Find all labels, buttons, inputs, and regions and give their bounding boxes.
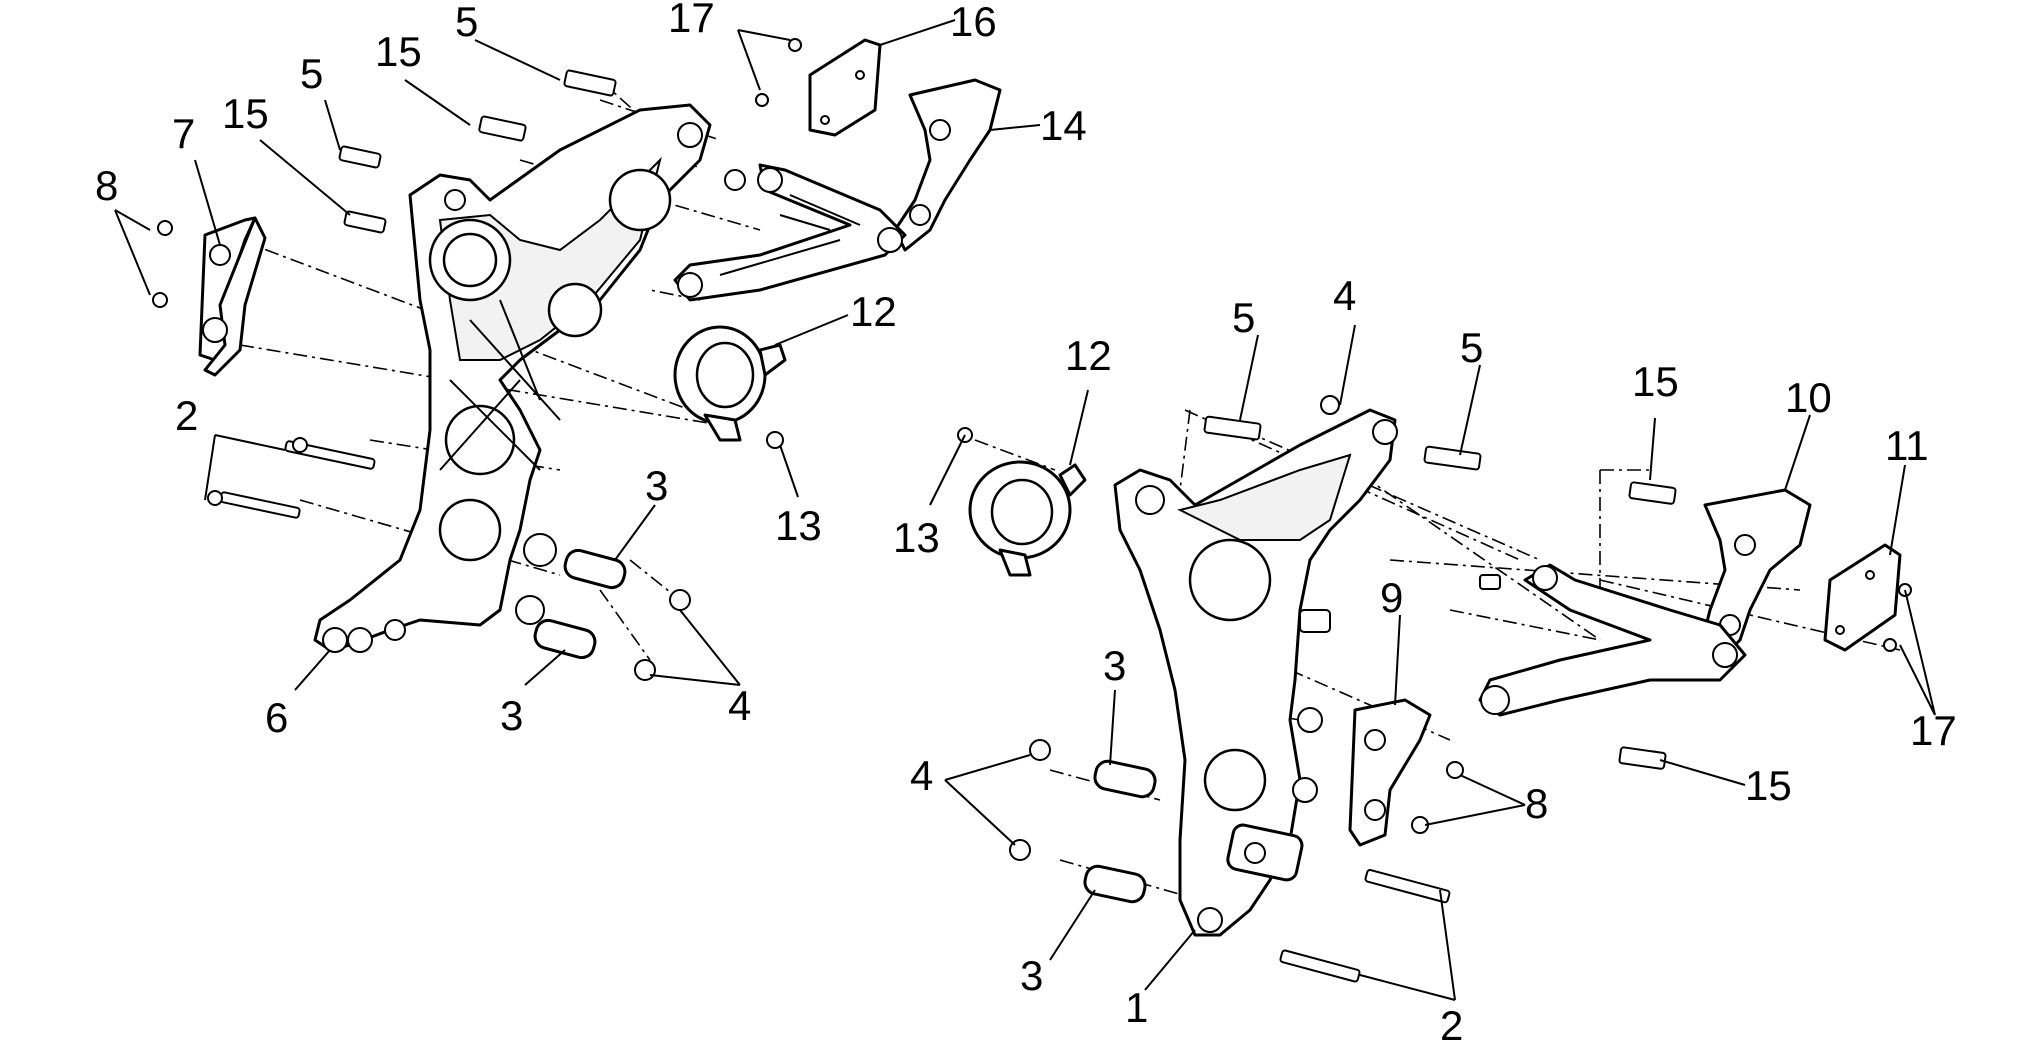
callout-2: 2 [1440,1002,1463,1045]
left-spacer-lower [533,618,597,660]
callout-17: 17 [1910,707,1957,754]
right-heel-guard-plate [1823,543,1902,652]
callout-4: 4 [728,682,751,729]
left-bolts [152,38,802,681]
callout-6: 6 [265,694,288,741]
callout-5: 5 [1460,324,1483,371]
callout-4: 4 [910,752,933,799]
callout-5: 5 [300,50,323,97]
left-assembly [152,38,1002,681]
callout-3: 3 [1103,642,1126,689]
callout-12: 12 [850,288,897,335]
leader-lines [114,19,1936,1001]
left-heel-guard-plate [808,38,882,137]
left-footpeg-bracket [893,78,1002,252]
callout-15: 15 [1632,358,1679,405]
callout-11: 11 [1885,422,1929,469]
left-spacer-upper [563,548,627,590]
left-bearing-housing [673,325,787,442]
callout-17: 17 [668,0,715,41]
callout-10: 10 [1785,374,1832,421]
callout-3: 3 [500,692,523,739]
callout-5: 5 [455,0,478,45]
callout-8: 8 [95,162,118,209]
callout-3: 3 [645,462,668,509]
right-bolts [957,395,1912,983]
right-footpeg-arm [1478,563,1747,717]
right-spacer-lower [1083,864,1147,904]
callout-15: 15 [375,28,422,75]
right-assembly [957,395,1912,983]
callout-2: 2 [175,392,198,439]
callout-labels: 17 16 5 15 5 15 7 8 14 12 2 13 3 6 3 4 1… [95,0,1957,1045]
callout-16: 16 [950,0,997,45]
left-footpeg-arm [673,163,907,302]
callout-8: 8 [1525,780,1548,827]
callout-13: 13 [893,514,940,561]
callout-1: 1 [1125,984,1148,1031]
callout-15: 15 [222,90,269,137]
callout-3: 3 [1020,952,1043,999]
callout-5: 5 [1232,294,1255,341]
right-frame-plate [1113,408,1397,937]
callout-13: 13 [775,502,822,549]
callout-7: 7 [172,110,195,157]
callout-9: 9 [1380,574,1403,621]
callout-12: 12 [1065,332,1112,379]
right-bearing-housing [968,460,1087,577]
callout-15: 15 [1745,762,1792,809]
callout-14: 14 [1040,102,1087,149]
callout-4: 4 [1333,272,1356,319]
right-spacer-upper [1093,759,1157,799]
